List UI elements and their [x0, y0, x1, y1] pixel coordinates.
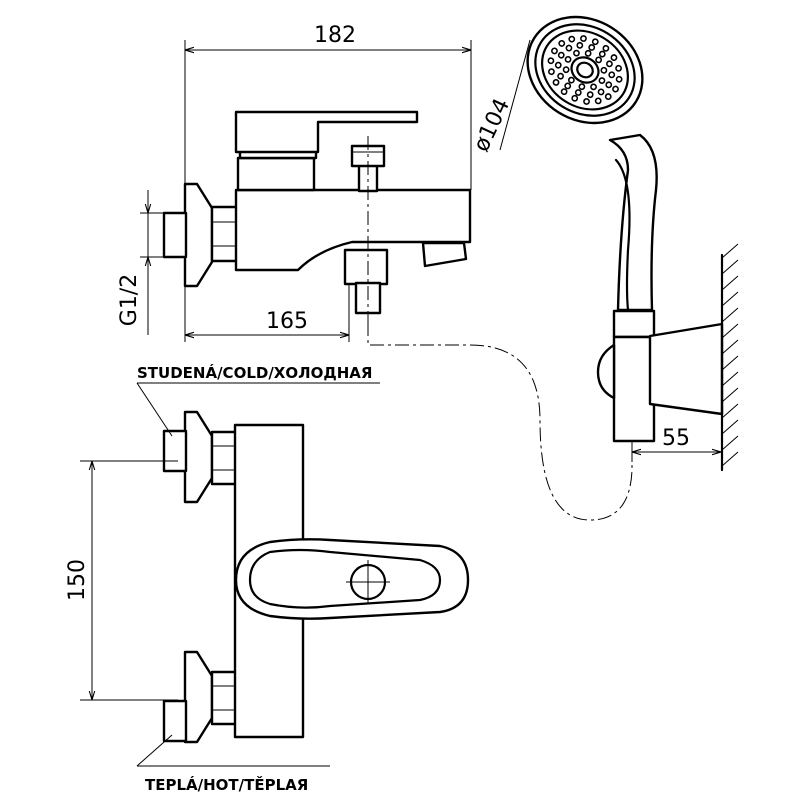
dimension-head-diameter-label: ø104 [469, 95, 515, 156]
cold-label: STUDENÁ/COLD/ХОЛОДНАЯ [137, 363, 372, 382]
spray-hole [598, 50, 606, 58]
spray-hole [583, 98, 590, 105]
dimension-head-diameter: ø104 [469, 39, 531, 156]
mixer-side-view [162, 110, 472, 322]
spray-hole [552, 79, 560, 86]
spray-hole [605, 81, 613, 89]
spray-hole [591, 38, 599, 46]
shower-connector [612, 309, 656, 339]
hot-hex-nut [210, 670, 239, 726]
spray-hole [567, 76, 575, 84]
spray-hole [564, 82, 572, 90]
hot-label: TEPLÁ/HOT/TĚPLAЯ [145, 775, 308, 794]
spray-hole [568, 35, 576, 43]
holder-grip [612, 335, 656, 443]
wall-bracket [648, 322, 724, 416]
dimension-165-label: 165 [266, 309, 308, 334]
hatch-line [721, 291, 739, 307]
spout-tip [421, 241, 468, 268]
dimension-182-label: 182 [314, 23, 356, 48]
spray-hole [604, 93, 612, 100]
hatch-line [721, 323, 739, 339]
hatch-line [721, 419, 739, 435]
wall-hatch [721, 243, 739, 467]
spray-hole [595, 56, 603, 64]
spray-hole [608, 71, 616, 79]
cold-label-group: STUDENÁ/COLD/ХОЛОДНАЯ [136, 363, 380, 437]
hatch-line [721, 435, 739, 451]
cold-flange [183, 410, 214, 504]
dimension-165: 165 [184, 284, 350, 342]
dimension-thread-label: G1/2 [117, 274, 142, 326]
spray-hole [594, 97, 602, 105]
spray-hole [606, 60, 613, 68]
hot-label-group: TEPLÁ/HOT/TĚPLAЯ [136, 734, 330, 794]
inlet-stub [162, 211, 188, 259]
spray-hole [598, 77, 606, 84]
hatch-line [721, 451, 739, 467]
mixer-body [234, 188, 472, 272]
spray-hole [580, 35, 587, 42]
cartridge-housing [236, 156, 316, 192]
hatch-line [721, 275, 739, 291]
dimension-55-label: 55 [662, 426, 690, 451]
spray-hole [565, 44, 573, 52]
spray-hole [562, 66, 570, 74]
spray-hole [610, 54, 618, 61]
spray-hole [551, 47, 558, 55]
spray-hole [584, 49, 592, 57]
hose-nut [343, 248, 389, 286]
spray-hole [573, 49, 580, 57]
shower-hose [367, 322, 633, 521]
hot-flange [183, 650, 214, 744]
lever-handle [234, 110, 419, 154]
front-lever-inner [248, 548, 442, 609]
spray-hole [586, 91, 594, 99]
holder-ring [596, 343, 616, 400]
spray-hole [548, 68, 555, 76]
spray-hole [588, 44, 596, 51]
wall-flange [183, 182, 214, 288]
spray-hole [560, 88, 568, 96]
spray-hole [600, 66, 608, 74]
spray-hole [578, 83, 586, 91]
spray-hole [571, 94, 579, 102]
dimension-150: 150 [65, 460, 178, 701]
hatch-line [721, 243, 739, 259]
dimension-55: 55 [631, 426, 721, 462]
hand-shower [526, 15, 739, 472]
spray-hole [615, 64, 622, 72]
spray-hole [612, 85, 619, 93]
spray-hole [576, 41, 584, 49]
shower-head [526, 15, 644, 125]
spray-hole [558, 40, 566, 47]
spray-hole [590, 83, 597, 91]
cold-hex-nut [210, 430, 239, 486]
spray-hole [557, 51, 565, 59]
hot-inlet-stub [162, 699, 188, 743]
hatch-line [721, 371, 739, 387]
spray-hole [574, 89, 582, 96]
dimension-thread: G1/2 [117, 190, 172, 335]
spray-hole [557, 72, 564, 80]
dimension-182: 182 [184, 23, 472, 190]
hatch-line [721, 387, 739, 403]
hatch-line [721, 403, 739, 419]
spray-hole [554, 61, 562, 69]
spray-hole [597, 88, 605, 96]
spray-hole [602, 44, 610, 52]
hex-nut [210, 205, 239, 263]
hatch-line [721, 355, 739, 371]
cold-inlet-stub [162, 429, 188, 473]
hatch-line [721, 339, 739, 355]
spray-hole [615, 75, 623, 83]
spray-hole [547, 57, 555, 65]
dimension-150-label: 150 [65, 559, 90, 601]
hatch-line [721, 307, 739, 323]
mixer-front-view [162, 410, 470, 744]
spray-hole [564, 56, 572, 63]
hatch-line [721, 259, 739, 275]
